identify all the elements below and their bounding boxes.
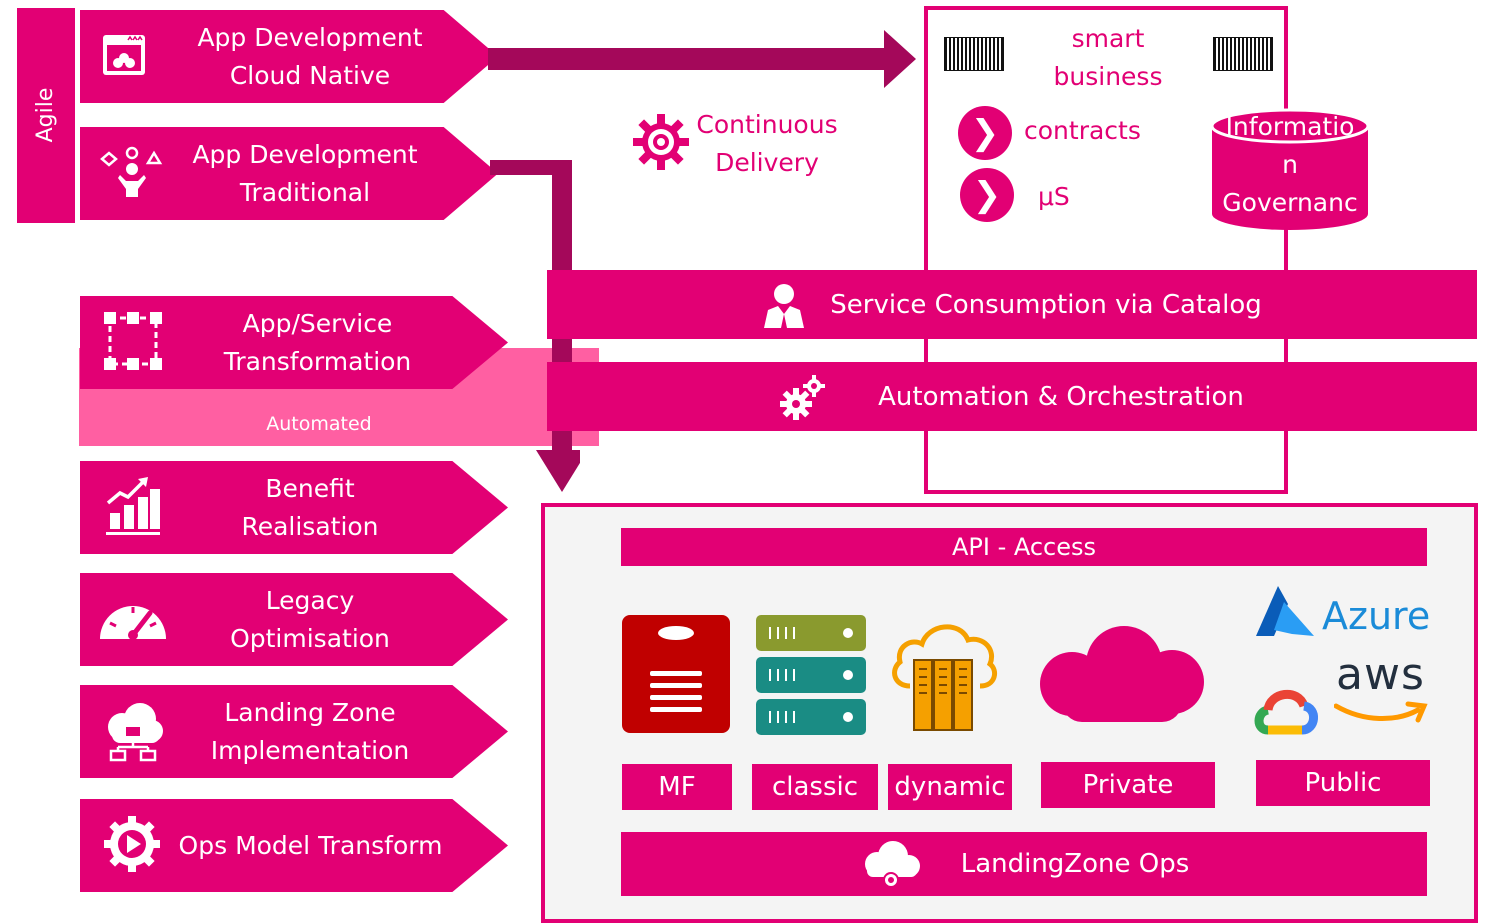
chevron-label: Benefit Realisation bbox=[241, 473, 379, 541]
server-stack-icon bbox=[756, 615, 866, 735]
gear-play-icon bbox=[102, 814, 162, 878]
micro-services-label: μS bbox=[1038, 182, 1070, 211]
landingzone-ops-bar: LandingZone Ops bbox=[621, 832, 1427, 896]
aws-smile-icon bbox=[1334, 701, 1428, 723]
gears-icon bbox=[780, 374, 826, 420]
speedometer-icon bbox=[98, 595, 168, 645]
private-cloud-icon bbox=[1040, 626, 1204, 722]
cloud-gear-icon bbox=[859, 840, 925, 888]
automated-label: Automated bbox=[266, 413, 372, 435]
api-access-bar: API - Access bbox=[621, 528, 1427, 566]
aws-label: aws bbox=[1336, 649, 1425, 700]
chevron-label: Legacy Optimisation bbox=[230, 585, 390, 653]
agile-bar bbox=[17, 8, 75, 223]
chevron-app-dev-cloud-native: App Development Cloud Native bbox=[80, 10, 498, 103]
contracts-label: contracts bbox=[1024, 116, 1141, 145]
service-consumption-bar: Service Consumption via Catalog bbox=[547, 270, 1477, 339]
azure-label: Azure bbox=[1322, 594, 1431, 638]
person-juggling-shapes-icon bbox=[100, 145, 164, 203]
chevron-label: App/Service Transformation bbox=[223, 308, 412, 376]
continuous-delivery-label: Continuous Delivery bbox=[696, 110, 838, 177]
automation-label: Automation & Orchestration bbox=[878, 381, 1244, 412]
label-public: Public bbox=[1256, 760, 1430, 806]
service-consumption-label: Service Consumption via Catalog bbox=[830, 289, 1262, 320]
chevron-legacy-optimisation: Legacy Optimisation bbox=[80, 573, 508, 666]
service-person-icon bbox=[762, 282, 806, 328]
continuous-delivery-gear-icon bbox=[632, 113, 690, 175]
label-dynamic: dynamic bbox=[888, 764, 1012, 810]
chevron-label: App Development Traditional bbox=[192, 139, 418, 207]
chevron-landing-zone-implementation: Landing Zone Implementation bbox=[80, 685, 508, 778]
chevron-ops-model-transform: Ops Model Transform bbox=[80, 799, 508, 892]
arrow-to-smart-business bbox=[488, 30, 916, 88]
automation-orchestration-bar: Automation & Orchestration bbox=[547, 362, 1477, 431]
browser-window-icon bbox=[100, 31, 148, 83]
smart-business-title: smart business bbox=[1053, 24, 1163, 91]
info-governance-label: Informatio n Governanc bbox=[1222, 112, 1358, 217]
label-classic: classic bbox=[752, 764, 878, 810]
transform-frame-icon bbox=[102, 310, 164, 376]
azure-logo-icon bbox=[1256, 586, 1314, 636]
barcode-icon bbox=[1213, 37, 1273, 71]
chevron-app-dev-traditional: App Development Traditional bbox=[80, 127, 498, 220]
chevron-circle-icon: ❯ bbox=[960, 168, 1014, 222]
chevron-label: App Development Cloud Native bbox=[197, 22, 423, 90]
chevron-app-service-transformation: App/Service Transformation bbox=[80, 296, 508, 389]
barcode-icon bbox=[944, 37, 1004, 71]
arrow-traditional-to-platform bbox=[490, 160, 580, 492]
chevron-label: Landing Zone Implementation bbox=[210, 697, 410, 765]
landingzone-ops-label: LandingZone Ops bbox=[960, 849, 1190, 879]
cloud-network-icon bbox=[98, 697, 168, 767]
google-cloud-icon bbox=[1254, 689, 1318, 735]
database-cylinder-icon bbox=[1210, 108, 1370, 230]
agile-label: Agile bbox=[33, 87, 58, 143]
chevron-benefit-realisation: Benefit Realisation bbox=[80, 461, 508, 554]
bar-chart-growth-icon bbox=[104, 475, 162, 541]
chevron-circle-icon: ❯ bbox=[958, 106, 1012, 160]
chevron-label: Ops Model Transform bbox=[178, 830, 443, 860]
mainframe-server-icon bbox=[622, 615, 730, 733]
label-private: Private bbox=[1041, 762, 1215, 808]
cloud-server-icon bbox=[892, 624, 998, 731]
label-mf: MF bbox=[622, 764, 732, 810]
